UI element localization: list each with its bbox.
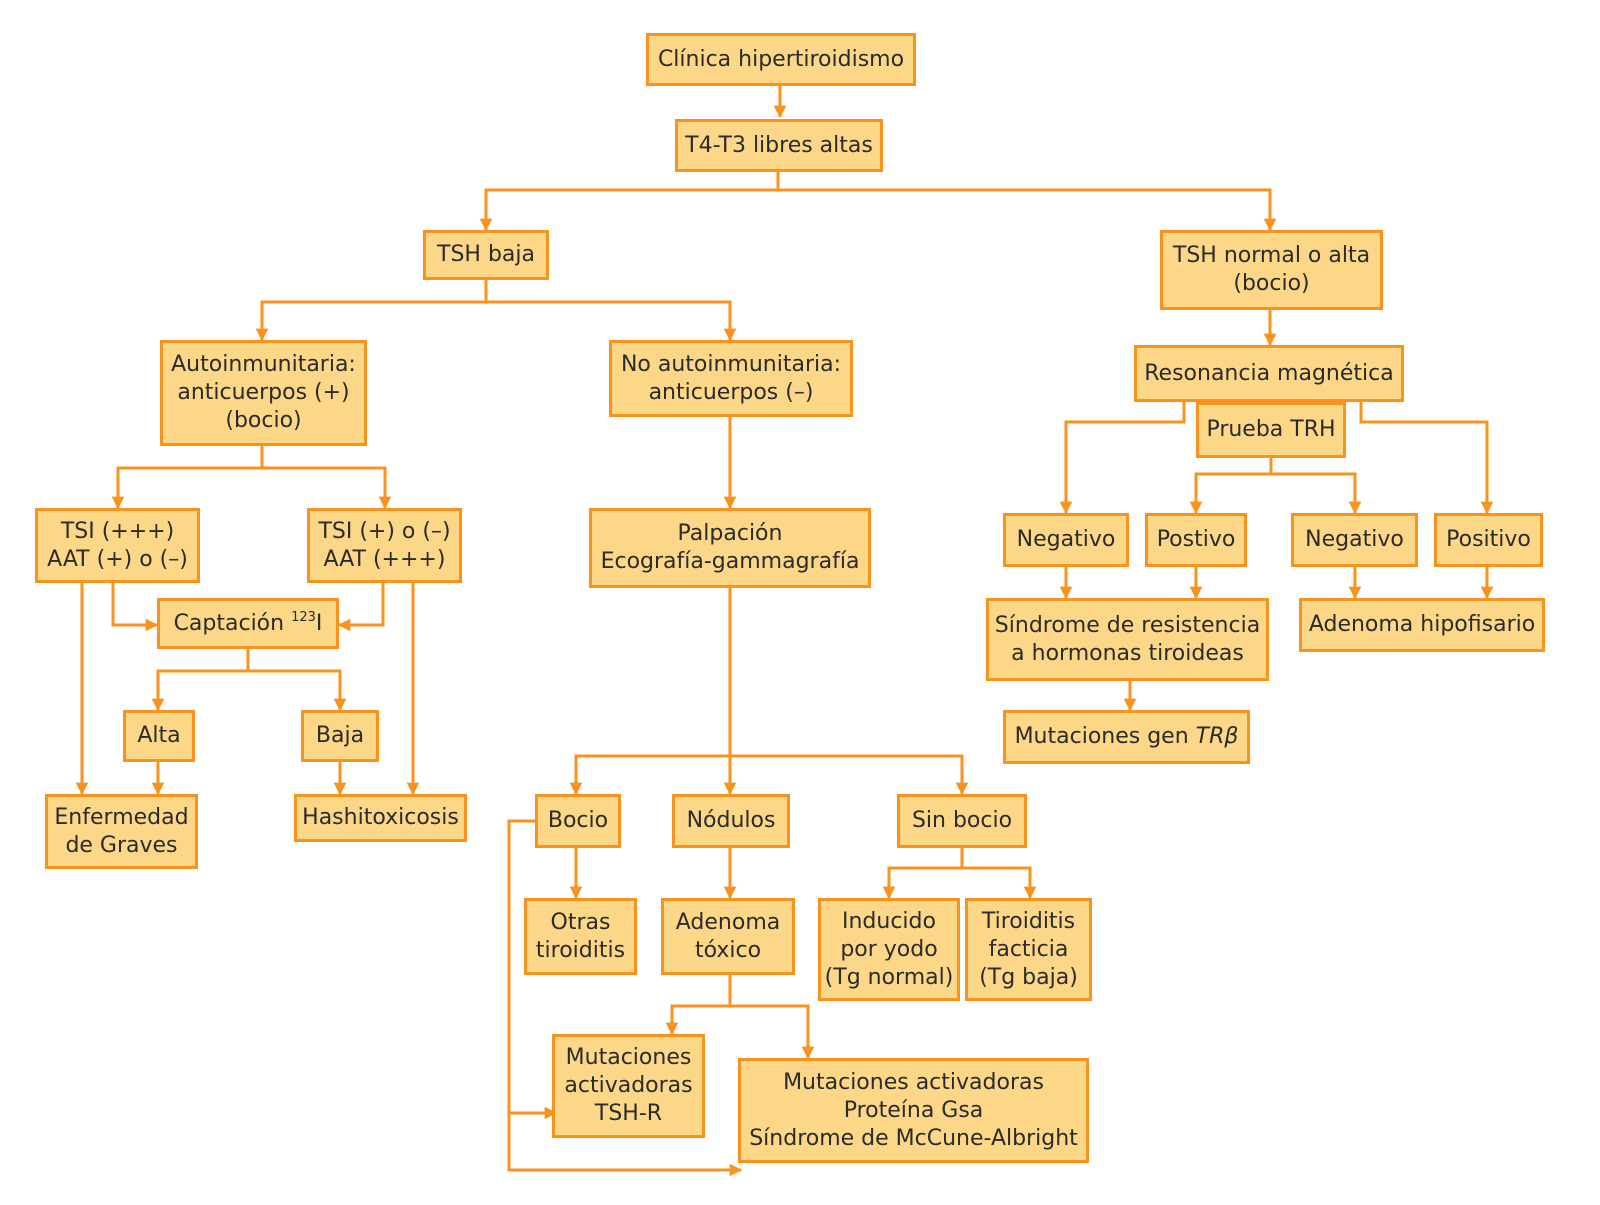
node-captacion-123i: Captación 123I xyxy=(157,598,339,649)
node-graves-label: Enfermedad de Graves xyxy=(54,804,189,858)
node-hashitoxicosis-label: Hashitoxicosis xyxy=(302,805,459,830)
node-tsh-normal-o-alta: TSH normal o alta (bocio) xyxy=(1160,230,1383,310)
node-mutaciones-tshr-label: Mutaciones activadoras TSH-R xyxy=(564,1045,693,1126)
node-baja-label: Baja xyxy=(315,723,365,748)
node-nodulos: Nódulos xyxy=(672,794,790,848)
node-mutaciones-tsh-r: Mutaciones activadoras TSH-R xyxy=(552,1034,705,1138)
node-sindrome-resistencia: Síndrome de resistencia a hormonas tiroi… xyxy=(986,598,1269,681)
edge-tsialto-captacion xyxy=(111,583,159,632)
edge-t4t3-tsh-normal xyxy=(778,188,1277,232)
edge-resonancia-positivo xyxy=(1359,402,1494,515)
node-sin-bocio-label: Sin bocio xyxy=(911,808,1013,833)
node-adenoma-hipofisario-label: Adenoma hipofisario xyxy=(1308,612,1536,637)
edge-sinbocio-facticia xyxy=(962,866,1037,900)
node-alta-label: Alta xyxy=(137,723,181,748)
edge-adenoma-tshr xyxy=(665,975,732,1036)
node-mutaciones-gsa-label: Mutaciones activadoras Proteína Gsa Sínd… xyxy=(749,1069,1078,1151)
node-positivo: Positivo xyxy=(1434,513,1543,567)
node-negativo-2: Negativo xyxy=(1291,513,1418,567)
node-clinica-label: Clínica hipertiroidismo xyxy=(657,46,905,72)
node-sindrome-label: Síndrome de resistencia a hormonas tiroi… xyxy=(994,612,1261,666)
node-tiroiditis-facticia: Tiroiditis facticia (Tg baja) xyxy=(965,898,1092,1001)
edge-tsibajo-captacion xyxy=(337,583,385,632)
node-bocio-label: Bocio xyxy=(547,808,609,833)
node-sin-bocio: Sin bocio xyxy=(897,794,1027,848)
edge-sinbocio-inducido xyxy=(882,848,964,900)
node-t4-t3-libres-altas: T4-T3 libres altas xyxy=(675,119,883,172)
node-autoinmunitaria-label: Autoinmunitaria: anticuerpos (+) (bocio) xyxy=(171,352,356,433)
node-inducido-label: Inducido por yodo (Tg normal) xyxy=(824,908,954,990)
node-postivo: Postivo xyxy=(1145,513,1247,567)
edge-trh-postivo xyxy=(1189,458,1273,515)
node-palpacion-label: Palpación Ecografía-gammagrafía xyxy=(600,521,860,574)
edge-adenoma-gsa xyxy=(730,1004,815,1060)
node-t4t3-label: T4-T3 libres altas xyxy=(685,132,873,158)
node-tsi-alto-label: TSI (+++) AAT (+) o (–) xyxy=(47,518,188,572)
node-facticia-label: Tiroiditis facticia (Tg baja) xyxy=(979,908,1078,990)
edge-t4t3-tsh-baja xyxy=(479,172,780,232)
mutaciones-gen-text: Mutaciones gen xyxy=(1014,724,1196,749)
node-enfermedad-de-graves: Enfermedad de Graves xyxy=(45,794,198,869)
node-no-autoinmunitaria-label: No autoinmunitaria: anticuerpos (–) xyxy=(620,351,842,405)
node-adenoma-toxico: Adenoma tóxico xyxy=(661,898,795,975)
node-otras-tiroiditis-label: Otras tiroiditis xyxy=(535,909,626,963)
mutaciones-gen-symbol: TRβ xyxy=(1195,724,1239,749)
node-autoinmunitaria: Autoinmunitaria: anticuerpos (+) (bocio) xyxy=(160,340,367,446)
node-tsh-normal-label: TSH normal o alta (bocio) xyxy=(1172,243,1371,296)
edge-palpacion-bocio xyxy=(569,754,730,796)
node-resonancia-label: Resonancia magnética xyxy=(1144,360,1394,386)
edge-trh-negativo2 xyxy=(1271,472,1362,515)
node-negativo-1-label: Negativo xyxy=(1016,527,1116,552)
node-inducido-por-yodo: Inducido por yodo (Tg normal) xyxy=(818,898,960,1001)
edge-autoinmune-tsibajo xyxy=(262,466,392,510)
edge-tshbaja-noautoinmune xyxy=(486,300,737,342)
node-baja: Baja xyxy=(301,710,379,762)
node-adenoma-toxico-label: Adenoma tóxico xyxy=(675,909,781,963)
node-mutaciones-gen-label: Mutaciones gen TRβ xyxy=(1015,723,1239,751)
node-positivo-label: Positivo xyxy=(1446,527,1531,552)
edge-captacion-alta xyxy=(151,649,250,712)
node-tsi-alto: TSI (+++) AAT (+) o (–) xyxy=(35,508,200,583)
node-negativo-2-label: Negativo xyxy=(1305,527,1404,552)
node-palpacion-ecografia: Palpación Ecografía-gammagrafía xyxy=(589,508,871,588)
edge-captacion-baja xyxy=(248,669,347,712)
edge-resonancia-negativo1 xyxy=(1059,402,1186,515)
edge-palpacion-sinbocio xyxy=(730,754,969,796)
node-resonancia-magnetica: Resonancia magnética xyxy=(1134,345,1404,402)
node-tsi-bajo-label: TSI (+) o (–) AAT (+++) xyxy=(318,518,451,572)
captacion-text: Captación xyxy=(173,610,292,636)
captacion-element: I xyxy=(315,610,323,636)
node-prueba-trh: Prueba TRH xyxy=(1196,402,1346,458)
node-tsh-baja-label: TSH baja xyxy=(437,242,535,267)
node-bocio: Bocio xyxy=(535,794,621,848)
node-no-autoinmunitaria: No autoinmunitaria: anticuerpos (–) xyxy=(609,340,853,417)
node-tsh-baja: TSH baja xyxy=(423,230,549,280)
edge-bocio-gsa xyxy=(507,1113,743,1177)
node-clinica-hipertiroidismo: Clínica hipertiroidismo xyxy=(646,33,916,86)
edge-bocio-tshr xyxy=(507,819,558,1120)
node-prueba-trh-label: Prueba TRH xyxy=(1206,417,1336,442)
captacion-isotope-mass: 123 xyxy=(291,609,316,625)
node-alta: Alta xyxy=(123,710,195,762)
node-hashitoxicosis: Hashitoxicosis xyxy=(294,794,467,842)
node-otras-tiroiditis: Otras tiroiditis xyxy=(524,898,637,975)
edge-tshbaja-autoinmune xyxy=(255,280,488,342)
edge-autoinmune-tsialto xyxy=(111,446,264,510)
node-postivo-label: Postivo xyxy=(1156,527,1236,552)
node-mutaciones-gen-trb: Mutaciones gen TRβ xyxy=(1003,710,1250,764)
node-negativo-1: Negativo xyxy=(1003,513,1129,567)
node-captacion-label: Captación 123I xyxy=(174,610,323,638)
node-mutaciones-gsa: Mutaciones activadoras Proteína Gsa Sínd… xyxy=(738,1058,1089,1163)
node-nodulos-label: Nódulos xyxy=(686,808,776,833)
node-adenoma-hipofisario: Adenoma hipofisario xyxy=(1299,598,1545,652)
node-tsi-bajo: TSI (+) o (–) AAT (+++) xyxy=(307,508,462,583)
